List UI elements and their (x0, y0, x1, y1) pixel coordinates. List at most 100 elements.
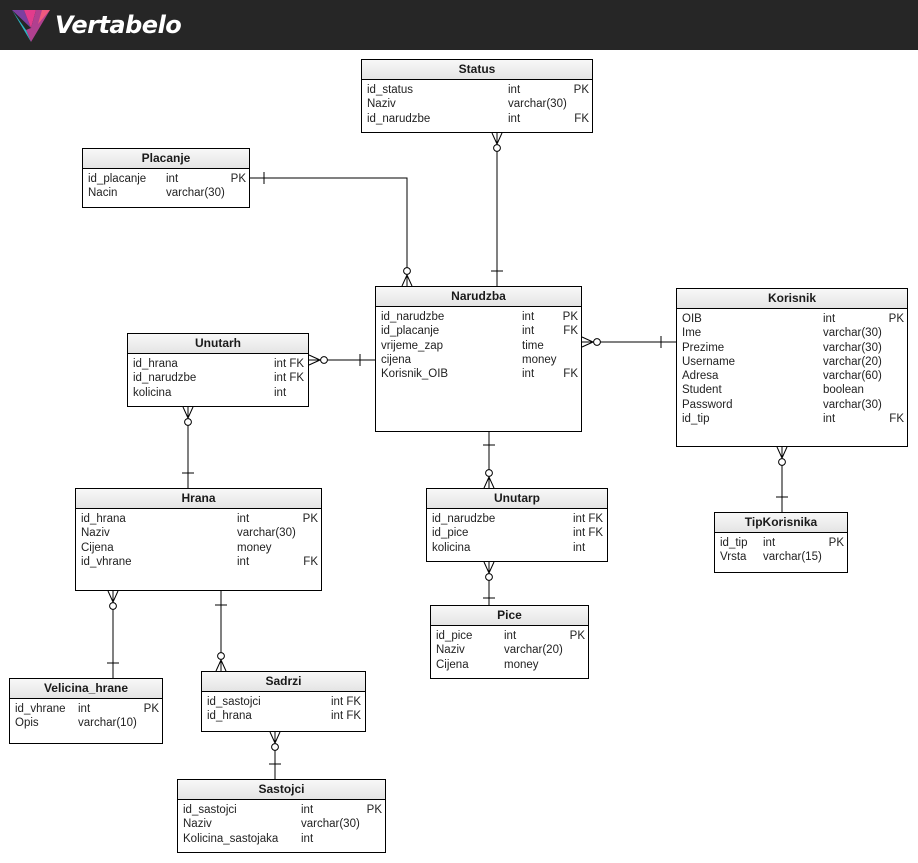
column-type: int (508, 84, 521, 96)
column-name: cijena (381, 353, 412, 366)
entity-title: Velicina_hrane (10, 679, 162, 699)
column-type: varchar(30) (508, 98, 567, 111)
column-name: id_vhrane (81, 555, 132, 568)
column-type: varchar(30) (237, 527, 296, 540)
column-type: int (237, 513, 250, 525)
column-key: PK (143, 703, 159, 715)
brand-name[interactable]: Vertabelo (55, 11, 182, 39)
column-key: PK (569, 630, 585, 642)
many-marker (483, 476, 490, 489)
column-name: OIB (682, 313, 702, 325)
many-marker (488, 561, 495, 574)
column-name: id_hrana (81, 513, 126, 525)
column-row[interactable]: cijena money (376, 353, 581, 367)
many-marker (406, 274, 413, 287)
column-name: id_narudzbe (432, 513, 496, 525)
column-name: id_status (367, 84, 414, 96)
column-name: Username (682, 355, 736, 368)
top-bar: Vertabelo (0, 0, 918, 50)
many-marker (483, 561, 490, 574)
optional-marker (485, 573, 493, 581)
entity-title: Sastojci (178, 780, 385, 800)
entity-title: Placanje (83, 149, 249, 169)
column-type: varchar(30) (823, 398, 882, 411)
column-name: id_pice (432, 527, 469, 540)
column-type: int (763, 537, 776, 549)
column-row[interactable]: id_hrana int FK (128, 357, 308, 371)
column-key: PK (562, 311, 578, 323)
column-key: PK (366, 804, 382, 816)
column-type: int (301, 804, 314, 816)
column-name: id_hrana (133, 358, 178, 370)
column-type: money (504, 658, 539, 671)
column-row[interactable]: Vrsta varchar(15) (715, 550, 847, 564)
column-type: varchar(30) (301, 818, 360, 831)
optional-marker (184, 418, 192, 426)
column-key: FK (563, 325, 578, 338)
column-type: varchar(30) (823, 327, 882, 340)
column-name: id_sastojci (183, 804, 237, 816)
vertabelo-logo-icon[interactable] (12, 8, 50, 44)
many-marker (269, 731, 276, 744)
column-type: varchar(30) (166, 187, 225, 200)
column-key: FK (574, 112, 589, 125)
column-type: int FK (274, 358, 305, 370)
column-name: Vrsta (720, 551, 747, 564)
column-key: PK (888, 313, 904, 325)
column-row[interactable]: id_sastojci int PK (178, 803, 385, 817)
column-type: varchar(15) (763, 551, 822, 564)
column-type: money (522, 353, 557, 366)
column-name: id_hrana (207, 710, 252, 723)
entity-title: Unutarh (128, 334, 308, 354)
entity-title: TipKorisnika (715, 513, 847, 533)
